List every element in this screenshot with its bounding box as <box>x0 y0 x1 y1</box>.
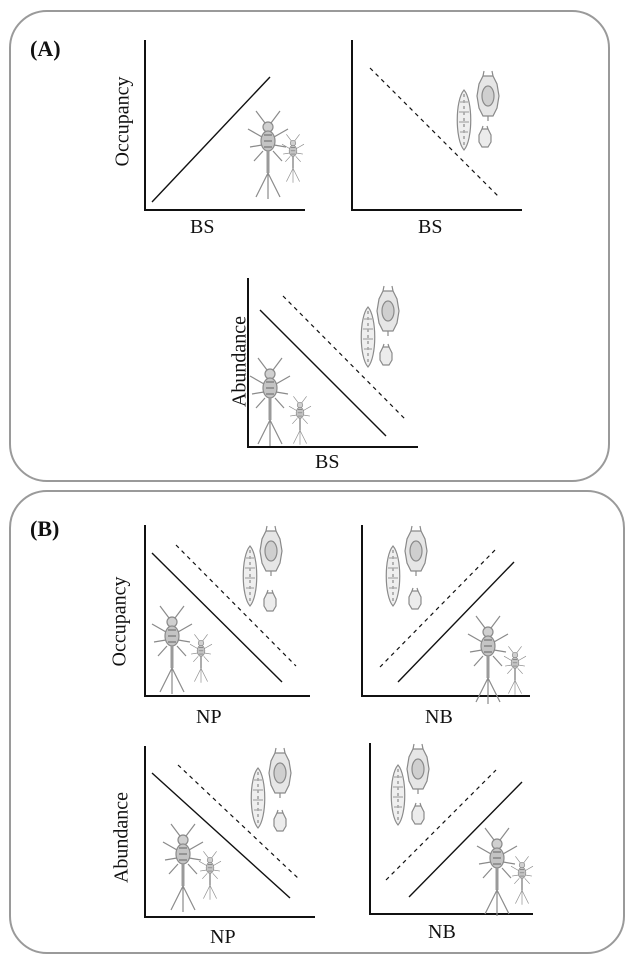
plot-b3 <box>144 746 315 918</box>
dashed-line-a2 <box>369 67 499 197</box>
mayfly-icon <box>503 645 527 696</box>
axes-b4 <box>369 743 533 915</box>
mayfly-icon <box>248 356 292 448</box>
xlabel-a1: BS <box>190 216 215 238</box>
rotifer-icon <box>478 125 492 148</box>
mayfly-icon <box>288 395 312 446</box>
dashed-line-a3 <box>282 295 407 421</box>
rotifer-icon <box>259 525 283 577</box>
mayfly-icon <box>246 109 290 201</box>
solid-line-b4 <box>408 781 523 898</box>
rotifer-icon <box>476 70 500 122</box>
xlabel-b1: NP <box>196 706 222 728</box>
xlabel-a2: BS <box>418 216 443 238</box>
plot-a1 <box>144 40 305 211</box>
axes-a3 <box>247 278 418 448</box>
mayfly-icon <box>150 604 194 696</box>
rotifer-icon <box>385 545 401 607</box>
axes-b2 <box>361 525 530 697</box>
rotifer-icon <box>408 587 422 610</box>
dashed-line-b4 <box>385 769 497 881</box>
rotifer-icon <box>376 285 400 337</box>
solid-line-a1 <box>151 76 271 203</box>
xlabel-b4: NB <box>428 921 456 943</box>
solid-line-a3 <box>259 309 387 437</box>
solid-line-b1 <box>151 552 283 683</box>
dashed-line-b3 <box>177 764 301 881</box>
solid-line-b3 <box>151 772 291 899</box>
panel-b-label: (B) <box>30 516 60 541</box>
solid-line-b2 <box>397 561 515 683</box>
axes-a2 <box>351 40 522 211</box>
plot-a2 <box>351 40 522 211</box>
xlabel-a3: BS <box>315 451 340 473</box>
panel-a <box>9 10 610 482</box>
mayfly-icon <box>189 633 213 684</box>
plot-b4 <box>369 743 534 918</box>
mayfly-icon <box>198 850 222 901</box>
rotifer-icon <box>379 343 393 366</box>
mayfly-icon <box>475 826 519 918</box>
panel-a-label: (A) <box>30 36 61 61</box>
axes-a1 <box>144 40 305 211</box>
rotifer-icon <box>242 545 258 607</box>
plot-a3 <box>247 278 418 448</box>
axes-b3 <box>144 746 315 918</box>
rotifer-icon <box>263 589 277 612</box>
xlabel-b3: NP <box>210 926 236 948</box>
rotifer-icon <box>406 743 430 795</box>
rotifer-icon <box>404 525 428 577</box>
rotifer-icon <box>360 306 376 368</box>
rotifer-icon <box>411 802 425 825</box>
rotifer-icon <box>456 89 472 151</box>
plot-b2 <box>361 525 530 706</box>
mayfly-icon <box>161 822 205 914</box>
dashed-line-b2 <box>379 547 498 668</box>
rotifer-icon <box>273 809 287 832</box>
rotifer-icon <box>390 764 406 826</box>
axes-b1 <box>144 525 310 697</box>
mayfly-icon <box>281 133 305 184</box>
xlabel-b2: NB <box>425 706 453 728</box>
plot-b1 <box>144 525 310 697</box>
rotifer-icon <box>268 747 292 799</box>
rotifer-icon <box>250 767 266 829</box>
mayfly-icon <box>466 614 510 706</box>
